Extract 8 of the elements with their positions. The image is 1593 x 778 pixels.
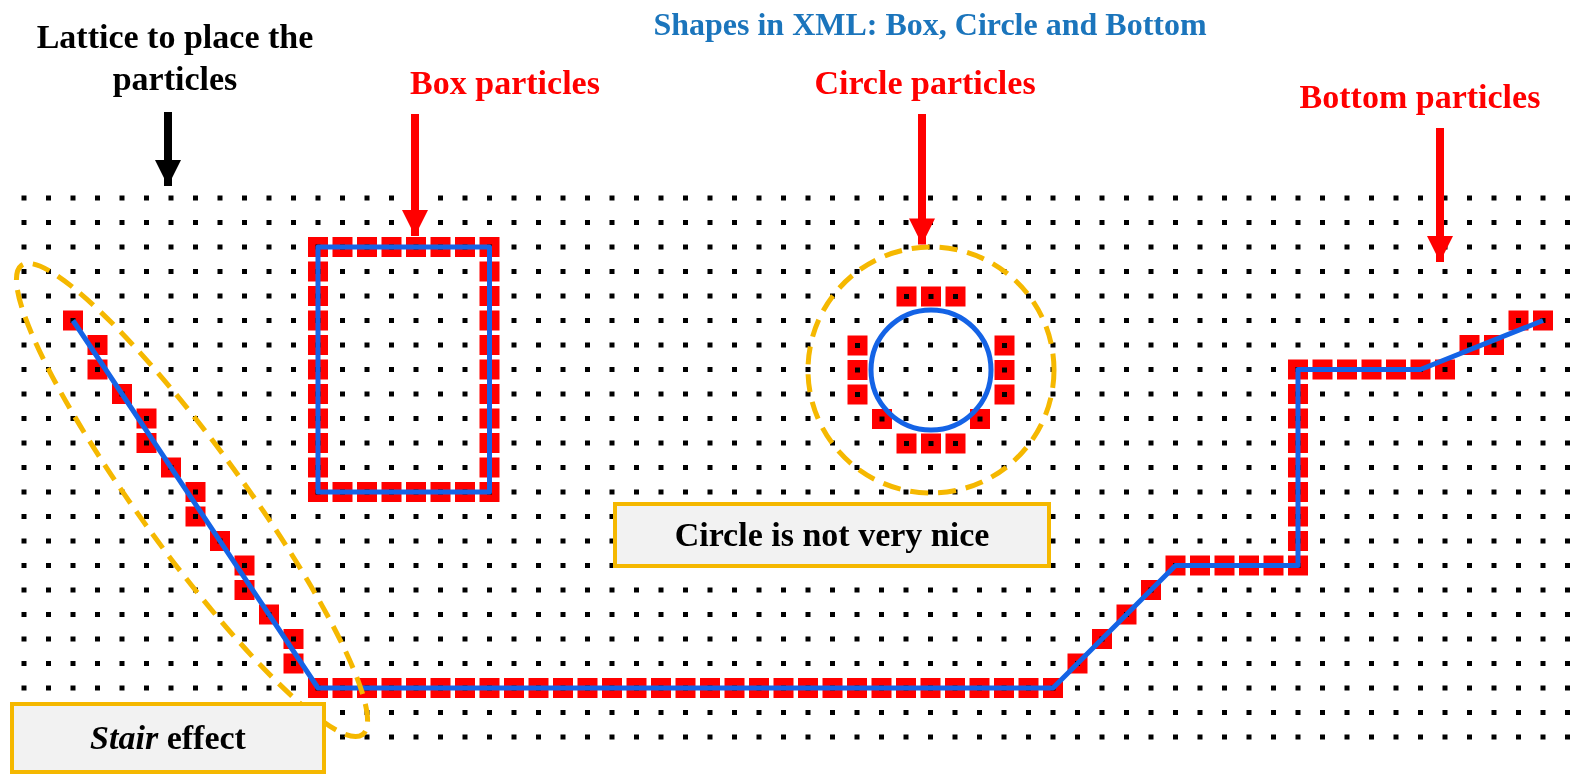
annotation-label: Box particles — [360, 62, 650, 108]
diagram-title: Shapes in XML: Box, Circle and Bottom — [652, 5, 1208, 44]
annotation-label: Bottom particles — [1250, 76, 1590, 122]
annotation-label: Lattice to place the particles — [30, 16, 320, 106]
annotation-label: Circle particles — [760, 62, 1090, 108]
circle-particles-drawing — [805, 244, 1056, 495]
callout-box: Stair effect — [10, 702, 326, 774]
box-particles-drawing — [307, 236, 501, 503]
